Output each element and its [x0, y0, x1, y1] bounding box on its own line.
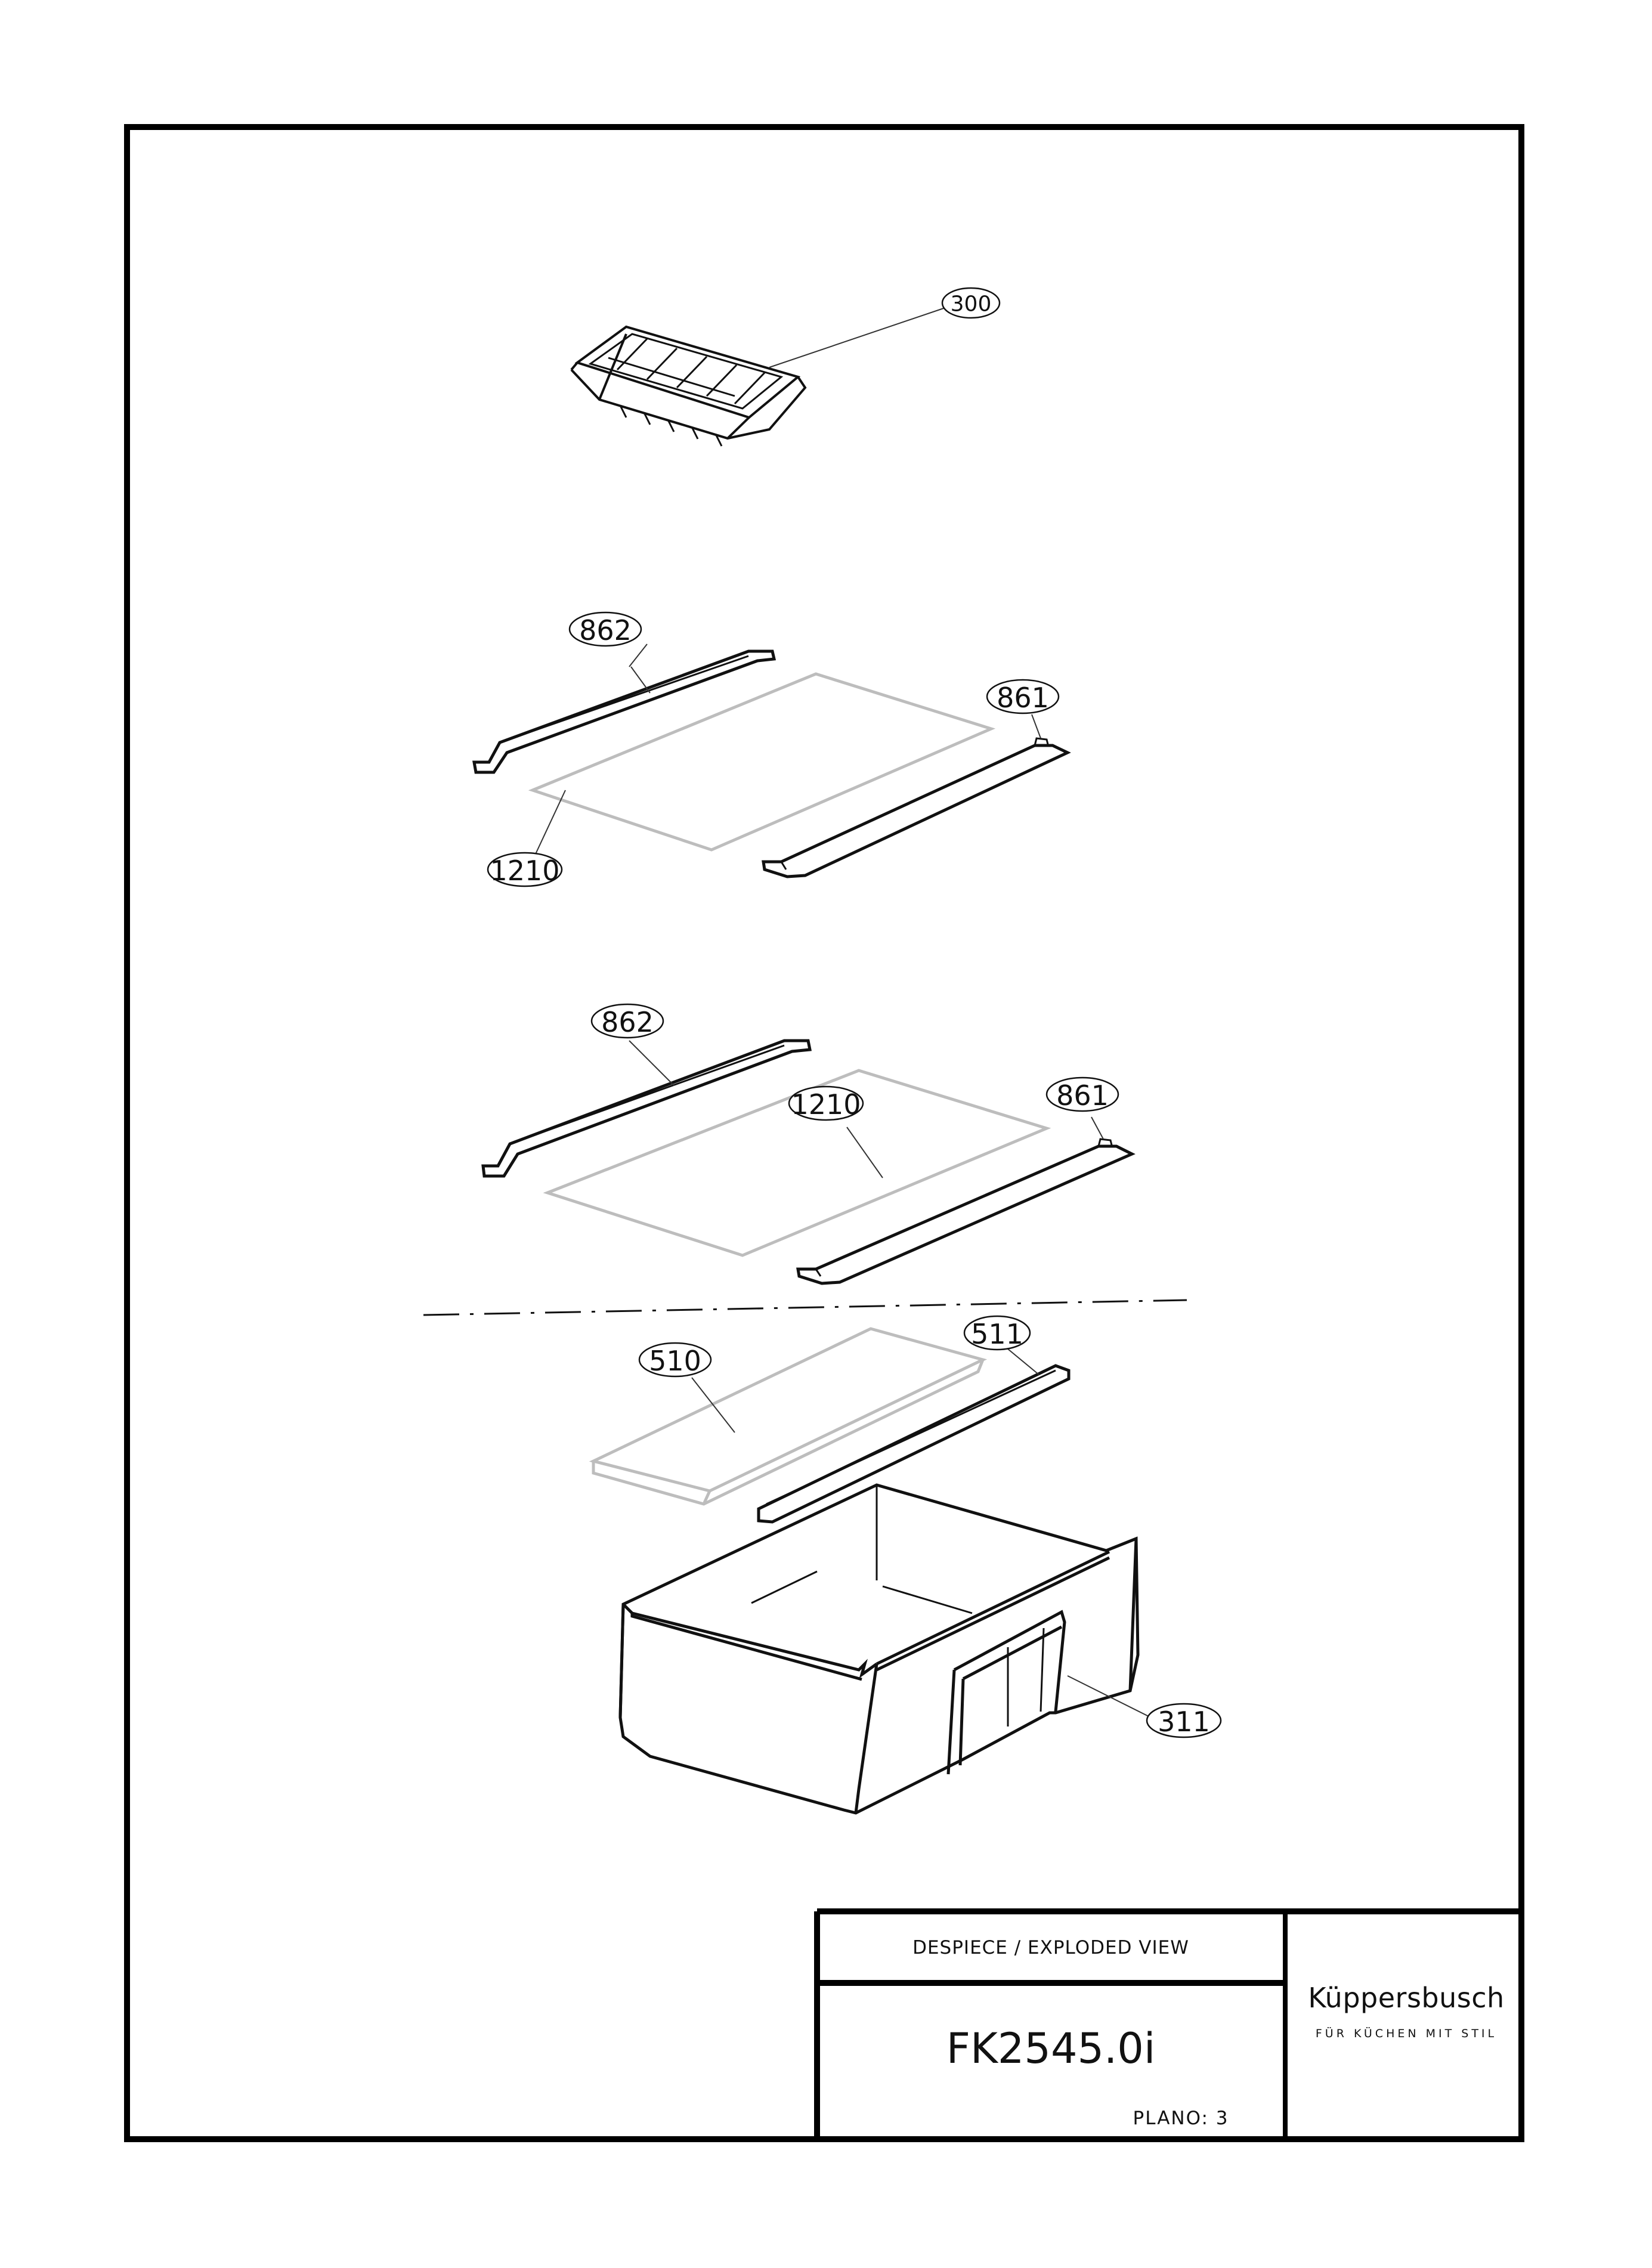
callout-862-b-label: 862: [601, 1006, 654, 1038]
shelf2-rear-trim-part: [481, 1039, 812, 1178]
leader-line: [1007, 1348, 1040, 1375]
callout-861-b-label: 861: [1056, 1079, 1109, 1112]
drawing-frame: [124, 124, 1524, 2142]
leader-line: [535, 790, 566, 855]
callout-862-b: 862: [590, 1003, 664, 1039]
callout-1210-b-label: 1210: [791, 1088, 861, 1121]
plano-number: PLANO: 3: [1133, 2108, 1229, 2129]
callout-300: 300: [941, 287, 1001, 319]
callout-300-label: 300: [951, 292, 992, 317]
leader-line: [769, 307, 946, 368]
cover-glass-part: [589, 1327, 988, 1506]
drawer-part: [618, 1483, 1140, 1815]
leader-line: [1091, 1116, 1104, 1140]
leader-line: [1067, 1675, 1152, 1718]
model-number: FK2545.0i: [946, 2024, 1156, 2073]
leader-line: [691, 1377, 735, 1433]
shelf1-front-trim-part: [762, 737, 1071, 878]
callout-861-b: 861: [1045, 1076, 1119, 1112]
cover-trim-part: [757, 1364, 1071, 1524]
callout-511: 511: [963, 1315, 1031, 1351]
callout-511-label: 511: [971, 1318, 1023, 1350]
leader-line: [629, 643, 648, 667]
title-block-grid: [814, 1879, 1524, 2142]
section-divider-line: [423, 1299, 1187, 1316]
ice-tray-part: [570, 325, 807, 447]
callout-861-a: 861: [986, 679, 1060, 714]
shelf2-front-trim-part: [796, 1138, 1136, 1285]
callout-1210-a: 1210: [487, 852, 563, 887]
leader-line: [1031, 714, 1041, 739]
shelf1-rear-trim-part: [472, 649, 776, 774]
callout-862-a: 862: [568, 611, 642, 647]
callout-510-label: 510: [649, 1345, 701, 1377]
callout-510: 510: [638, 1342, 712, 1378]
brand-slogan: FÜR KÜCHEN MIT STIL: [1315, 2027, 1498, 2040]
title-block-header: DESPIECE / EXPLODED VIEW: [912, 1937, 1189, 1958]
shelf1-glass-part: [528, 672, 996, 852]
callout-1210-b: 1210: [788, 1085, 864, 1121]
leader-line: [630, 666, 651, 694]
callout-311-label: 311: [1158, 1706, 1210, 1738]
callout-862-a-label: 862: [579, 614, 632, 646]
callout-311: 311: [1146, 1703, 1222, 1738]
callout-861-a-label: 861: [997, 682, 1049, 714]
brand-logo-text: Küppersbusch: [1308, 1982, 1505, 2014]
shelf2-glass-part: [543, 1069, 1051, 1257]
callout-1210-a-label: 1210: [490, 855, 559, 887]
leader-line: [629, 1040, 675, 1086]
leader-line: [846, 1127, 883, 1178]
